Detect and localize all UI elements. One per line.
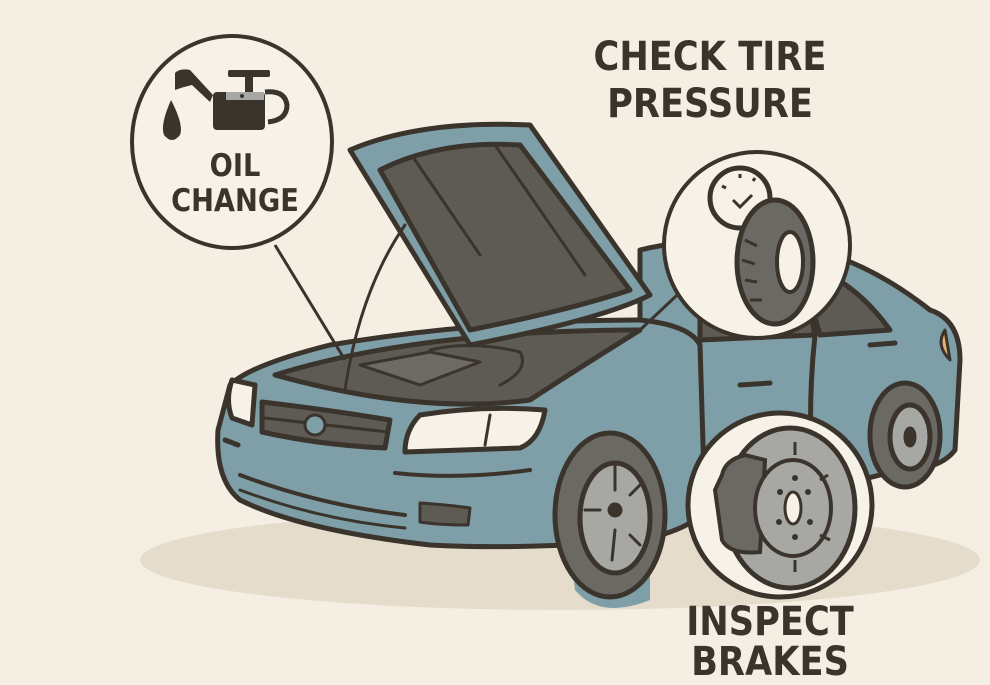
callout-oil-change	[130, 34, 347, 361]
inspect-brakes-label-line-1: INSPECT BRAKES	[686, 599, 854, 685]
tire-pressure-label-line-2: PRESSURE	[607, 81, 813, 127]
oil-change-label-line-2: CHANGE	[171, 183, 299, 219]
inspect-brakes-label: INSPECT BRAKES	[612, 602, 929, 682]
car-maintenance-illustration	[130, 34, 980, 610]
check-tire-pressure-label: CHECK TIRE PRESSURE	[578, 34, 842, 128]
callout-tire-pressure	[638, 150, 852, 340]
oil-can-icon	[162, 69, 290, 140]
oil-change-label-line-1: OIL	[209, 148, 261, 184]
tire-pressure-gauge-icon	[707, 165, 816, 327]
callout-brakes	[685, 410, 875, 600]
oil-change-label: OIL CHANGE	[151, 149, 318, 219]
brake-disc-icon	[712, 425, 858, 591]
tire-pressure-label-line-1: CHECK TIRE	[593, 34, 827, 80]
